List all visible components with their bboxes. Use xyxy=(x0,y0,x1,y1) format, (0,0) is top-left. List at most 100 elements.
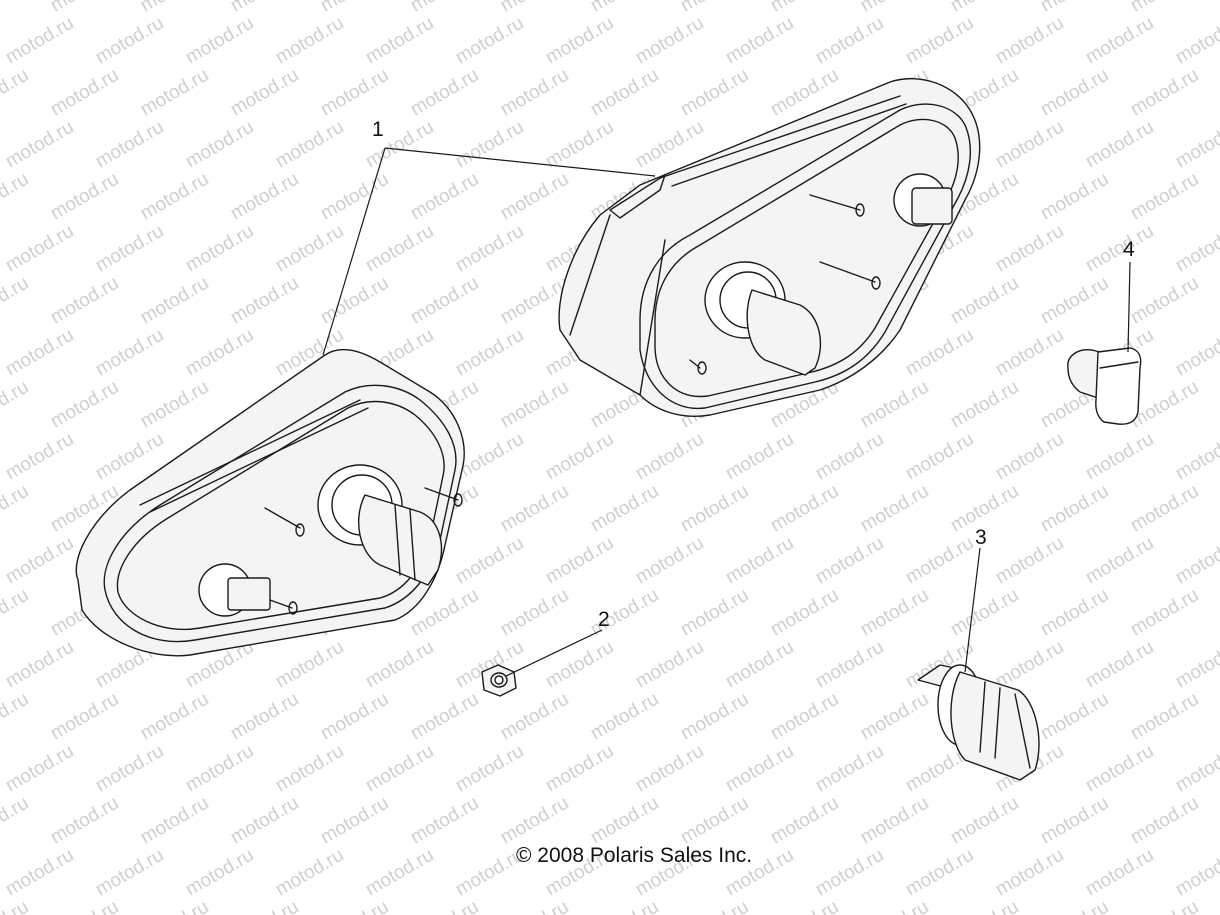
watermark-text: motod.ru xyxy=(677,0,752,16)
watermark-text: motod.ru xyxy=(47,0,122,16)
watermark-text: motod.ru xyxy=(317,0,392,16)
watermark-text: motod.ru xyxy=(542,637,617,693)
watermark-text: motod.ru xyxy=(227,169,302,225)
watermark-text: motod.ru xyxy=(182,221,257,277)
watermark-text: motod.ru xyxy=(1172,533,1220,589)
watermark-text: motod.ru xyxy=(1127,793,1202,849)
watermark-text: motod.ru xyxy=(1082,429,1157,485)
watermark-text: motod.ru xyxy=(407,897,482,915)
watermark-text: motod.ru xyxy=(542,429,617,485)
watermark-text: motod.ru xyxy=(407,169,482,225)
watermark-text: motod.ru xyxy=(812,741,887,797)
watermark-text: motod.ru xyxy=(1037,481,1112,537)
watermark-text: motod.ru xyxy=(857,0,932,16)
watermark-text: motod.ru xyxy=(92,13,167,69)
watermark-text: motod.ru xyxy=(497,481,572,537)
watermark-text: motod.ru xyxy=(1037,273,1112,329)
watermark-text: motod.ru xyxy=(227,273,302,329)
watermark-text: motod.ru xyxy=(767,0,842,16)
watermark-text: motod.ru xyxy=(857,377,932,433)
watermark-text: motod.ru xyxy=(1082,845,1157,901)
taillight-housing-right xyxy=(558,77,981,417)
watermark-text: motod.ru xyxy=(992,117,1067,173)
watermark-text: motod.ru xyxy=(1082,741,1157,797)
watermark-text: motod.ru xyxy=(497,689,572,745)
watermark-text: motod.ru xyxy=(947,273,1022,329)
watermark-text: motod.ru xyxy=(857,793,932,849)
watermark-text: motod.ru xyxy=(497,169,572,225)
watermark-text: motod.ru xyxy=(0,585,32,641)
watermark-text: motod.ru xyxy=(587,0,662,16)
watermark-text: motod.ru xyxy=(137,169,212,225)
watermark-text: motod.ru xyxy=(947,585,1022,641)
watermark-text: motod.ru xyxy=(362,741,437,797)
watermark-text: motod.ru xyxy=(47,793,122,849)
watermark-text: motod.ru xyxy=(1127,65,1202,121)
watermark-text: motod.ru xyxy=(722,533,797,589)
watermark-text: motod.ru xyxy=(902,13,977,69)
watermark-text: motod.ru xyxy=(497,897,572,915)
watermark-text: motod.ru xyxy=(857,689,932,745)
watermark-text: motod.ru xyxy=(857,585,932,641)
watermark-text: motod.ru xyxy=(1172,221,1220,277)
watermark-text: motod.ru xyxy=(677,793,752,849)
watermark-text: motod.ru xyxy=(317,897,392,915)
watermark-text: motod.ru xyxy=(0,169,32,225)
watermark-text: motod.ru xyxy=(1127,481,1202,537)
watermark-text: motod.ru xyxy=(632,637,707,693)
watermark-text: motod.ru xyxy=(452,117,527,173)
watermark-text: motod.ru xyxy=(812,429,887,485)
watermark-text: motod.ru xyxy=(1172,845,1220,901)
watermark-text: motod.ru xyxy=(722,429,797,485)
watermark-text: motod.ru xyxy=(947,377,1022,433)
watermark-text: motod.ru xyxy=(992,325,1067,381)
watermark-text: motod.ru xyxy=(182,845,257,901)
watermark-text: motod.ru xyxy=(0,481,32,537)
watermark-text: motod.ru xyxy=(1127,273,1202,329)
watermark-text: motod.ru xyxy=(587,65,662,121)
watermark-text: motod.ru xyxy=(767,585,842,641)
watermark-text: motod.ru xyxy=(632,13,707,69)
watermark-text: motod.ru xyxy=(92,117,167,173)
watermark-text: motod.ru xyxy=(1127,897,1202,915)
watermark-text: motod.ru xyxy=(137,0,212,16)
watermark-text: motod.ru xyxy=(2,325,77,381)
watermark-text: motod.ru xyxy=(137,897,212,915)
watermark-text: motod.ru xyxy=(1082,221,1157,277)
watermark-text: motod.ru xyxy=(2,117,77,173)
watermark-text: motod.ru xyxy=(272,13,347,69)
watermark-text: motod.ru xyxy=(137,65,212,121)
watermark-text: motod.ru xyxy=(902,325,977,381)
watermark-text: motod.ru xyxy=(1037,65,1112,121)
bulb xyxy=(1067,347,1142,425)
watermark-text: motod.ru xyxy=(92,221,167,277)
watermark-text: motod.ru xyxy=(0,65,32,121)
bulb-socket xyxy=(917,664,1040,781)
watermark-text: motod.ru xyxy=(677,65,752,121)
watermark-text: motod.ru xyxy=(407,793,482,849)
watermark-text: motod.ru xyxy=(317,65,392,121)
callout-1: 1 xyxy=(372,118,384,141)
watermark-text: motod.ru xyxy=(227,689,302,745)
watermark-text: motod.ru xyxy=(272,845,347,901)
watermark-text: motod.ru xyxy=(227,0,302,16)
callout-4: 4 xyxy=(1123,238,1135,261)
watermark-text: motod.ru xyxy=(227,897,302,915)
watermark-text: motod.ru xyxy=(767,793,842,849)
watermark-text: motod.ru xyxy=(0,897,32,915)
watermark-text: motod.ru xyxy=(2,533,77,589)
watermark-text: motod.ru xyxy=(1172,117,1220,173)
watermark-text: motod.ru xyxy=(137,689,212,745)
watermark-text: motod.ru xyxy=(1037,897,1112,915)
watermark-text: motod.ru xyxy=(182,117,257,173)
watermark-text: motod.ru xyxy=(2,845,77,901)
watermark-text: motod.ru xyxy=(407,689,482,745)
watermark-text: motod.ru xyxy=(1172,325,1220,381)
watermark-text: motod.ru xyxy=(272,117,347,173)
watermark-text: motod.ru xyxy=(47,897,122,915)
watermark-text: motod.ru xyxy=(0,377,32,433)
watermark-text: motod.ru xyxy=(452,13,527,69)
watermark-text: motod.ru xyxy=(317,169,392,225)
watermark-text: motod.ru xyxy=(407,0,482,16)
